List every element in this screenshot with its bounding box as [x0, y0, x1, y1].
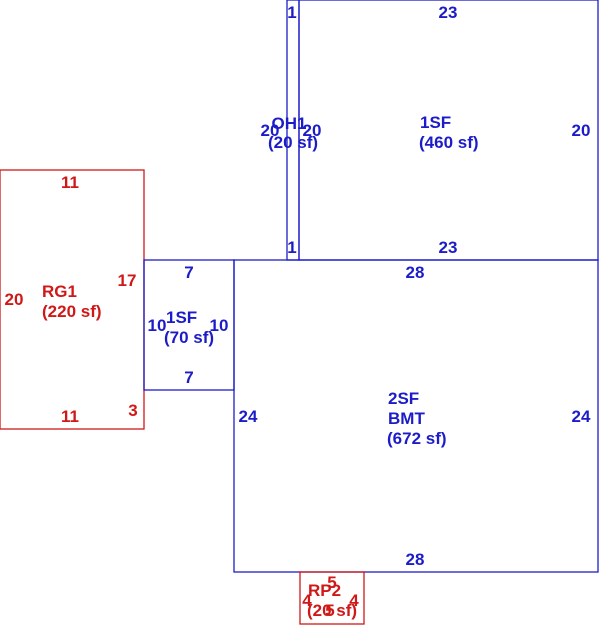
area-1sf-460: 23 23 20 20 1SF (460 sf) [298, 0, 599, 261]
sf70-name: 1SF [166, 308, 197, 327]
oh1-dim-top: 1 [287, 3, 296, 22]
bmt-outline [233, 259, 599, 573]
sf70-dim-top: 7 [184, 263, 193, 282]
rg1-dim-right: 17 [118, 271, 137, 290]
oh1-dim-right: 20 [303, 121, 322, 140]
rg1-dim-left: 20 [5, 290, 24, 309]
bmt-area: (672 sf) [387, 429, 447, 448]
oh1-name: OH1 [272, 114, 307, 133]
rp2-area: (20 sf) [307, 601, 357, 620]
sf70-dim-bottom: 7 [184, 368, 193, 387]
rg1-area: (220 sf) [42, 302, 102, 321]
sf70-area: (70 sf) [164, 328, 214, 347]
area-1sf-70: 7 7 10 10 1SF (70 sf) [143, 259, 235, 391]
oh1-dim-bottom: 1 [287, 238, 296, 257]
bmt-dim-right: 24 [572, 407, 591, 426]
sf70-dim-left: 10 [148, 316, 167, 335]
bmt-line2: BMT [388, 409, 425, 428]
sf460-dim-top: 23 [439, 3, 458, 22]
bmt-dim-left: 24 [239, 407, 258, 426]
area-rg1: 11 11 20 17 3 RG1 (220 sf) [0, 169, 145, 430]
oh1-area: (20 sf) [268, 133, 318, 152]
bmt-dim-bottom: 28 [406, 550, 425, 569]
rp2-dim-bottom: 5 [325, 601, 334, 620]
rp2-outline [299, 571, 365, 625]
rg1-dim-bottom: 11 [61, 407, 79, 426]
rp2-name: RP2 [308, 581, 341, 600]
oh1-dim-left: 20 [261, 121, 280, 140]
sf70-dim-right: 10 [210, 316, 229, 335]
rg1-dim-top: 11 [61, 173, 79, 192]
bmt-line1: 2SF [388, 389, 419, 408]
rp2-dim-left: 4 [302, 591, 312, 610]
area-2sf-bmt: 28 28 24 24 2SF BMT (672 sf) [233, 259, 599, 573]
rg1-name: RG1 [42, 282, 77, 301]
rp2-dim-right: 4 [349, 591, 359, 610]
rp2-dim-top: 5 [327, 573, 336, 592]
area-rp2: 5 4 4 5 RP2 (20 sf) [299, 571, 365, 625]
bmt-dim-top: 28 [406, 263, 425, 282]
sf460-area: (460 sf) [419, 133, 479, 152]
sf460-name: 1SF [420, 113, 451, 132]
rg1-dim-step: 3 [128, 401, 137, 420]
sf460-dim-right: 20 [572, 121, 591, 140]
sf460-dim-bottom: 23 [439, 238, 458, 257]
